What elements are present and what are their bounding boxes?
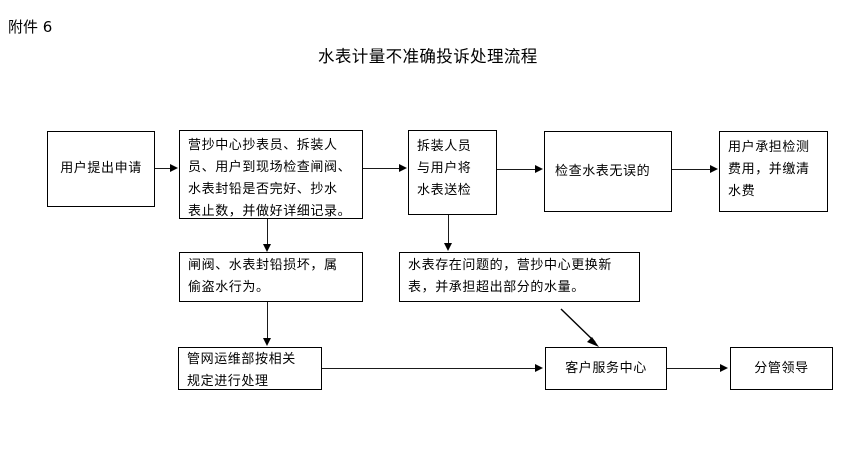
node-customer-service-center[interactable]: 客户服务中心 — [545, 347, 667, 390]
node-label: 用户提出申请 — [60, 161, 142, 176]
arrow-n3-to-n7-head — [443, 243, 452, 251]
node-user-application[interactable]: 用户提出申请 — [47, 131, 155, 207]
arrow-n6-to-n8-head — [262, 338, 271, 346]
node-onsite-inspection[interactable]: 营抄中心抄表员、拆装人 员、用户到现场检查闸阀、 水表封铅是否完好、抄水 表止数… — [179, 130, 363, 219]
page-title: 水表计量不准确投诉处理流程 — [318, 47, 538, 66]
arrow-n4-to-n5-line — [672, 169, 711, 170]
arrow-n6-to-n8-line — [267, 302, 268, 339]
node-user-pays-fee[interactable]: 用户承担检测 费用，并缴清 水费 — [719, 131, 828, 212]
node-seal-damaged-theft[interactable]: 闸阀、水表封铅损坏，属 偷盗水行为。 — [179, 252, 363, 302]
attachment-label: 附件 6 — [8, 18, 53, 36]
node-supervising-leader[interactable]: 分管领导 — [730, 347, 833, 390]
node-label: 闸阀、水表封铅损坏，属 偷盗水行为。 — [188, 258, 338, 295]
arrow-n7-to-n9-head — [587, 337, 599, 347]
node-label: 拆装人员 与用户将 水表送检 — [417, 139, 472, 198]
arrow-n3-to-n7-line — [448, 215, 449, 244]
arrow-n3-to-n4-line — [497, 169, 536, 170]
arrow-n9-to-n10-line — [667, 368, 721, 369]
arrow-n2-to-n6-head — [262, 244, 271, 252]
node-label: 管网运维部按相关 规定进行处理 — [187, 352, 296, 389]
node-label: 营抄中心抄表员、拆装人 员、用户到现场检查闸阀、 水表封铅是否完好、抄水 表止数… — [188, 138, 352, 219]
arrow-n8-to-n9-head — [535, 363, 543, 372]
node-label: 水表存在问题的，营抄中心更换新 表，并承担超出部分的水量。 — [408, 258, 613, 295]
arrow-n2-to-n6-line — [267, 219, 268, 246]
arrow-n1-to-n2-line — [155, 168, 171, 169]
arrow-n9-to-n10-head — [720, 363, 728, 372]
node-meter-send-for-test[interactable]: 拆装人员 与用户将 水表送检 — [408, 130, 497, 215]
node-label: 分管领导 — [754, 360, 809, 376]
arrow-n1-to-n2-head — [170, 163, 178, 172]
node-label: 用户承担检测 费用，并缴清 水费 — [728, 140, 810, 199]
arrow-n4-to-n5-head — [710, 164, 718, 173]
arrow-n2-to-n3-line — [363, 168, 400, 169]
arrow-n3-to-n4-head — [535, 164, 543, 173]
arrow-n8-to-n9-line — [322, 368, 536, 369]
arrow-n7-to-n9-line — [560, 308, 596, 343]
arrow-n2-to-n3-head — [399, 163, 407, 172]
node-pipeline-dept-handles[interactable]: 管网运维部按相关 规定进行处理 — [178, 347, 322, 390]
node-meter-faulty-replace[interactable]: 水表存在问题的，营抄中心更换新 表，并承担超出部分的水量。 — [399, 252, 640, 302]
node-meter-ok[interactable]: 检查水表无误的 — [544, 131, 672, 212]
node-label: 客户服务中心 — [565, 360, 647, 376]
node-label: 检查水表无误的 — [555, 163, 651, 179]
arrow-n7-to-n9 — [560, 308, 599, 347]
